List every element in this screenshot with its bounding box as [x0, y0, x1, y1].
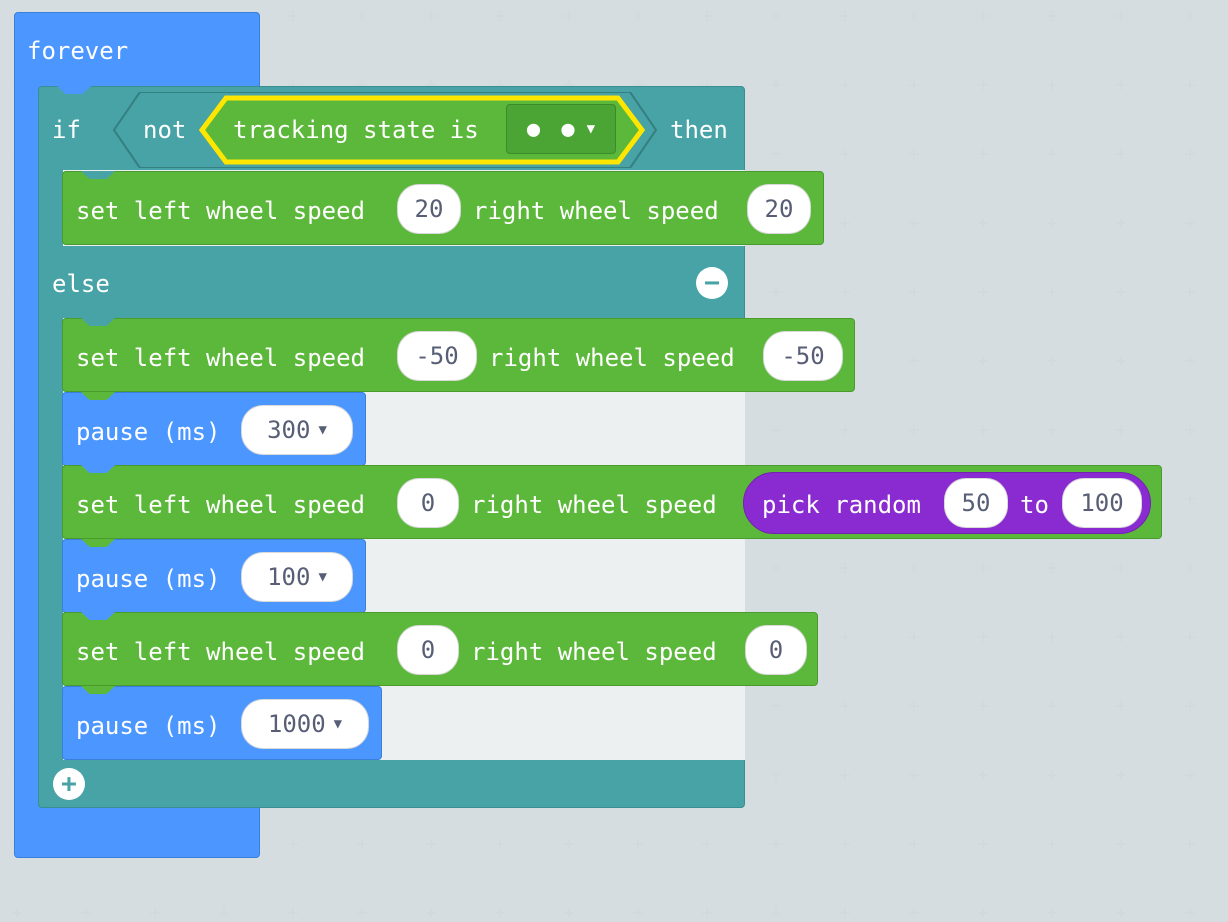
pause-duration-dropdown[interactable]: 100▼ — [241, 552, 353, 602]
pause-duration-dropdown[interactable]: 1000▼ — [241, 699, 369, 749]
right-speed-input[interactable]: 0 — [745, 625, 807, 675]
forever-label: forever — [27, 37, 129, 65]
caret-down-icon: ▼ — [318, 422, 327, 438]
right-speed-input[interactable]: -50 — [763, 331, 843, 381]
pause-block[interactable]: pause (ms) 100▼ — [62, 539, 366, 613]
caret-down-icon: ▼ — [333, 716, 343, 732]
plus-circle-icon[interactable]: + — [53, 768, 85, 800]
set-wheel-speed-block[interactable]: set left wheel speed 0 right wheel speed… — [62, 465, 1162, 539]
to-label: to — [1020, 491, 1049, 519]
left-speed-input[interactable]: 0 — [397, 478, 459, 528]
tracking-state-label: tracking state is — [233, 116, 479, 144]
random-to-input[interactable]: 100 — [1062, 478, 1142, 528]
minus-circle-icon[interactable]: − — [696, 267, 728, 299]
right-speed-label: right wheel speed — [489, 344, 735, 372]
pick-random-block[interactable]: pick random 50 to 100 — [743, 472, 1151, 534]
else-label: else — [52, 270, 110, 298]
set-left-label: set left wheel speed — [76, 491, 365, 519]
caret-down-icon: ▼ — [318, 569, 327, 585]
set-left-label: set left wheel speed — [76, 638, 365, 666]
pause-label: pause (ms) — [76, 418, 221, 446]
pause-block[interactable]: pause (ms) 1000▼ — [62, 686, 382, 760]
right-speed-input[interactable]: 20 — [747, 184, 811, 234]
set-wheel-speed-block[interactable]: set left wheel speed 0 right wheel speed… — [62, 612, 818, 686]
not-label: not — [143, 116, 187, 144]
caret-down-icon: ▼ — [586, 121, 596, 137]
set-left-label: set left wheel speed — [76, 197, 365, 225]
set-wheel-speed-block[interactable]: set left wheel speed -50 right wheel spe… — [62, 318, 855, 392]
left-speed-input[interactable]: -50 — [397, 331, 477, 381]
tracking-state-dropdown[interactable]: ● ● ▼ — [506, 104, 616, 154]
pause-label: pause (ms) — [76, 712, 221, 740]
right-speed-label: right wheel speed — [471, 491, 717, 519]
tracking-dots: ● ● — [526, 116, 579, 142]
set-wheel-speed-block[interactable]: set left wheel speed 20 right wheel spee… — [62, 171, 824, 245]
right-speed-label: right wheel speed — [471, 638, 717, 666]
right-speed-label: right wheel speed — [473, 197, 719, 225]
pick-random-label: pick random — [762, 491, 921, 519]
pause-block[interactable]: pause (ms) 300▼ — [62, 392, 366, 466]
pause-duration-dropdown[interactable]: 300▼ — [241, 405, 353, 455]
if-label: if — [52, 116, 81, 144]
then-label: then — [670, 116, 728, 144]
random-from-input[interactable]: 50 — [944, 478, 1008, 528]
left-speed-input[interactable]: 0 — [397, 625, 459, 675]
set-left-label: set left wheel speed — [76, 344, 365, 372]
pause-label: pause (ms) — [76, 565, 221, 593]
left-speed-input[interactable]: 20 — [397, 184, 461, 234]
